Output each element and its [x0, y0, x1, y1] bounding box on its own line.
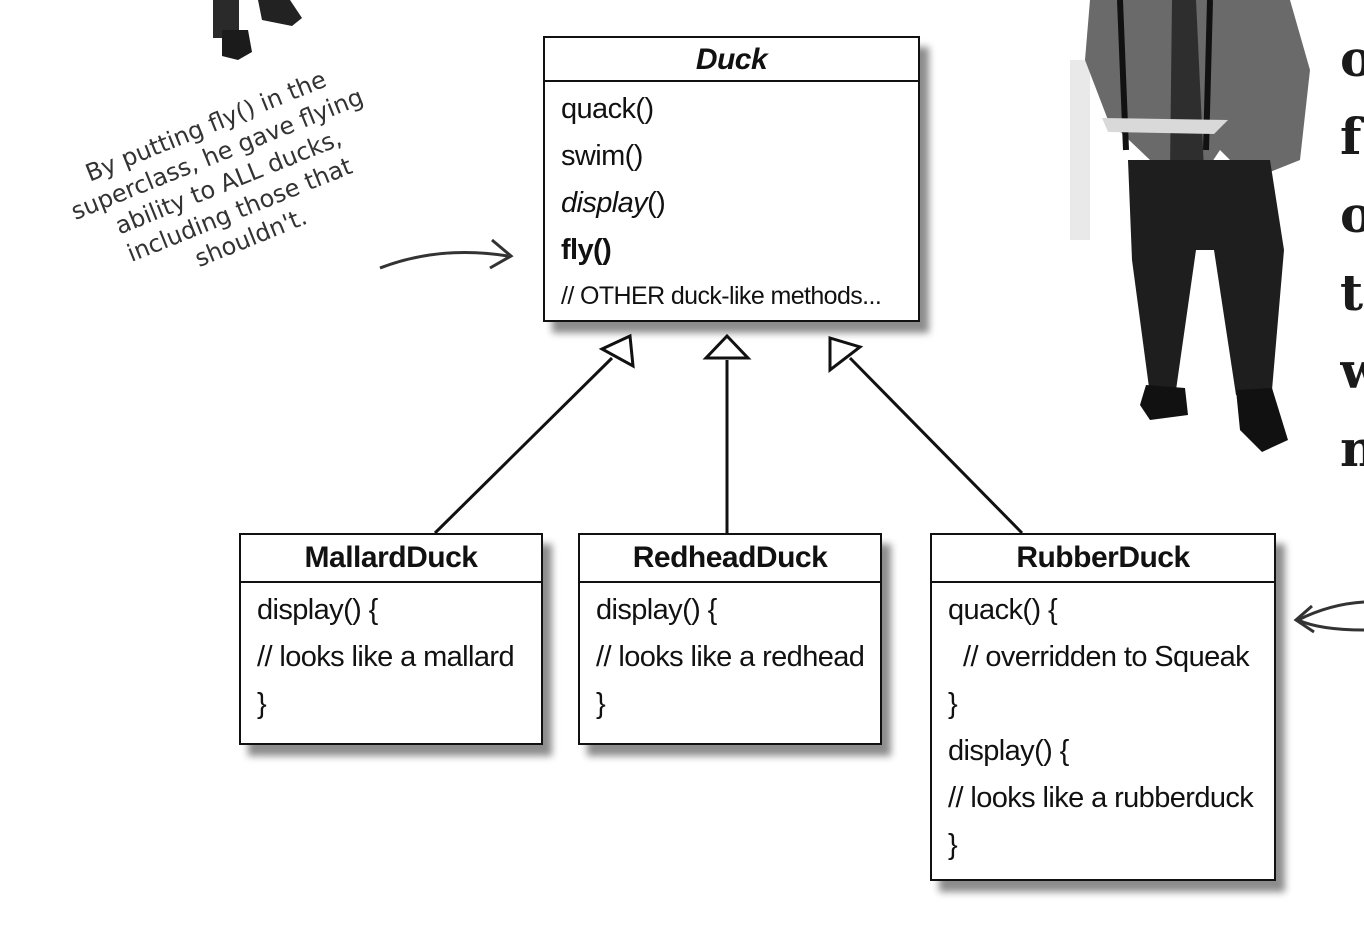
- redhead-arrowhead: [702, 333, 752, 360]
- method-quack: quack(): [561, 93, 654, 125]
- code-line: // looks like a rubberduck: [948, 782, 1254, 814]
- method-display-parens: (): [647, 187, 666, 219]
- cropped-letter: o: [1340, 29, 1364, 88]
- method-swim: swim(): [561, 140, 643, 172]
- cropped-letter: f: [1340, 107, 1362, 166]
- code-line: display() {: [948, 735, 1069, 767]
- man-with-papers-illustration: [1070, 0, 1310, 452]
- rubberduck-box: RubberDuck quack() { // overridden to Sq…: [930, 533, 1276, 881]
- mallard-arrowhead: [598, 333, 635, 369]
- cropped-letter: o: [1340, 185, 1364, 244]
- rubberduck-pointer-arrow: [1293, 600, 1364, 634]
- redheadduck-box: RedheadDuck display() { // looks like a …: [578, 533, 882, 745]
- mallardduck-class-name: MallardDuck: [241, 535, 541, 583]
- duck-class-name: Duck: [545, 38, 918, 82]
- code-line: }: [948, 829, 958, 861]
- rubber-inheritance-line: [848, 356, 1024, 535]
- code-line: }: [596, 688, 606, 720]
- code-line: // looks like a redhead: [596, 641, 865, 673]
- figure-feet-illustration: [213, 0, 302, 60]
- code-line: quack() {: [948, 594, 1058, 626]
- cropped-side-text: o f o t w n: [1340, 20, 1364, 488]
- redheadduck-class-name: RedheadDuck: [580, 535, 880, 583]
- mallard-inheritance-line: [433, 356, 614, 535]
- redheadduck-body: display() { // looks like a redhead }: [580, 583, 880, 732]
- duck-superclass-box: Duck quack() swim() display() fly() // O…: [543, 36, 920, 322]
- method-fly: fly(): [561, 234, 612, 266]
- rubber-arrowhead: [828, 335, 864, 374]
- cropped-letter: w: [1340, 341, 1364, 400]
- mallardduck-body: display() { // looks like a mallard }: [241, 583, 541, 732]
- code-line: // overridden to Squeak: [963, 641, 1250, 673]
- inheritance-arrows: [433, 333, 1024, 535]
- code-line: }: [257, 688, 267, 720]
- code-line: // looks like a mallard: [257, 641, 515, 673]
- rubberduck-body: quack() { // overridden to Squeak } disp…: [932, 583, 1274, 873]
- code-line: display() {: [596, 594, 717, 626]
- code-line: }: [948, 688, 958, 720]
- cropped-letter: t: [1340, 263, 1364, 322]
- duck-methods: quack() swim() display() fly() // OTHER …: [545, 82, 918, 322]
- cropped-letter: n: [1340, 419, 1364, 478]
- method-display: display(): [561, 180, 902, 227]
- method-other: // OTHER duck-like methods...: [561, 282, 882, 310]
- rubberduck-class-name: RubberDuck: [932, 535, 1274, 583]
- mallardduck-box: MallardDuck display() { // looks like a …: [239, 533, 543, 745]
- code-line: display() {: [257, 594, 378, 626]
- annotation-arrow: [379, 238, 514, 270]
- method-display-name: display: [561, 187, 648, 219]
